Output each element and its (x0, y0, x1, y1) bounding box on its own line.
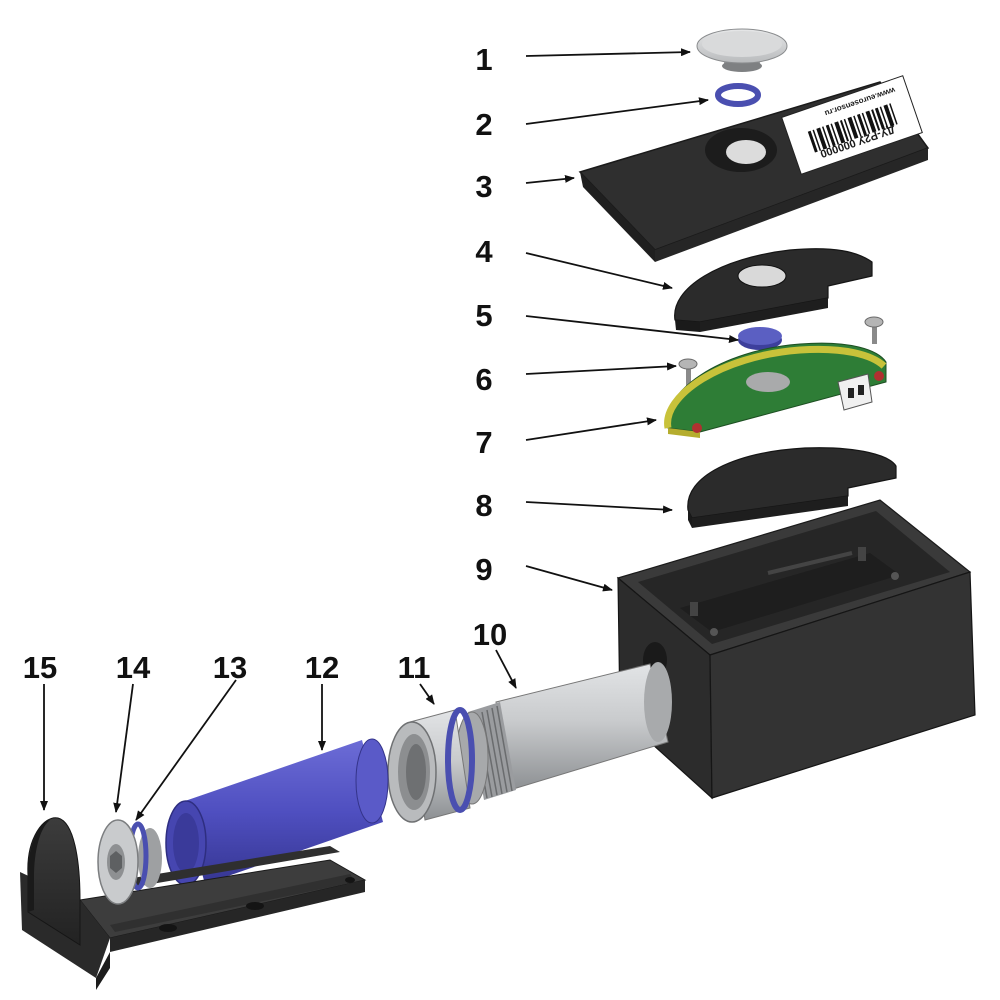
screws-part (678, 316, 884, 386)
arrow-1 (525, 48, 691, 57)
callout-number: 6 (475, 362, 492, 397)
arrow-2 (525, 97, 709, 125)
mounting-bracket-part (20, 817, 367, 990)
arrow-8 (525, 501, 673, 514)
callout-number: 5 (475, 298, 492, 333)
circuit-board-part (664, 342, 887, 438)
o-ring-small-part (715, 83, 761, 107)
arrow-4 (525, 252, 673, 290)
screw-right (864, 316, 884, 344)
threaded-tube-part (455, 662, 672, 805)
arrow-11 (419, 683, 435, 705)
callout-number: 12 (305, 650, 339, 685)
callout-number: 2 (475, 107, 492, 142)
arrow-5 (525, 315, 739, 343)
callout-number: 7 (475, 425, 492, 460)
callout-number: 14 (116, 650, 151, 685)
battery-part (165, 738, 389, 886)
callout-number: 3 (475, 169, 492, 204)
screw-left (678, 358, 698, 386)
arrow-6 (525, 362, 677, 375)
callout-number: 9 (475, 552, 492, 587)
callout-number: 11 (398, 650, 431, 685)
barcode (807, 103, 898, 153)
callout-number: 13 (213, 650, 247, 685)
connector (837, 373, 873, 411)
lower-spacer-part (687, 447, 897, 528)
cover-part: ДУ-Р2У 000000 www.eurosensor.ru (578, 75, 930, 262)
arrow-14 (113, 683, 134, 813)
callout-arrows (40, 48, 739, 821)
callout-number: 15 (23, 650, 57, 685)
cap-part (696, 28, 788, 72)
housing-box-part (616, 499, 976, 800)
plug-part (97, 819, 162, 905)
arrow-10 (495, 649, 517, 689)
callout-numbers: 1 2 3 4 5 6 7 8 9 10 11 12 13 14 15 (23, 42, 507, 685)
product-label: ДУ-Р2У 000000 www.eurosensor.ru (781, 75, 923, 175)
callout-number: 4 (475, 234, 493, 269)
sensor-disc-part (738, 327, 782, 350)
callout-number: 1 (475, 42, 492, 77)
callout-number: 10 (473, 617, 507, 652)
arrow-3 (525, 174, 575, 184)
arrow-9 (525, 565, 613, 592)
arrow-13 (135, 679, 237, 821)
upper-spacer-part (674, 248, 873, 332)
arrow-7 (525, 417, 657, 441)
tube-end-part (387, 707, 475, 823)
callout-number: 8 (475, 488, 492, 523)
